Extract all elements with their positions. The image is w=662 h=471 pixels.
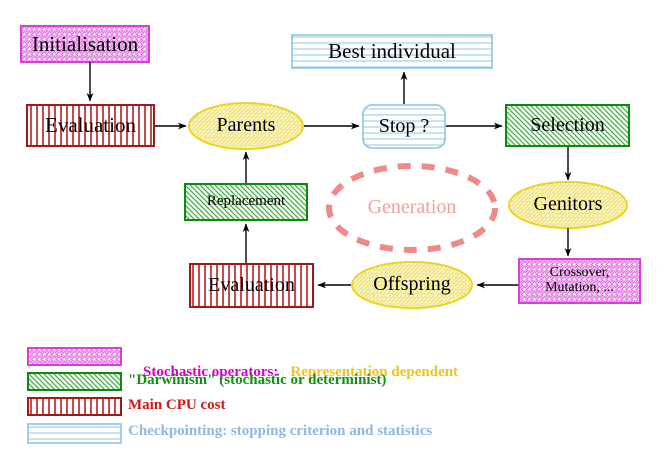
legend-row-1-primary: Stochastic operators: xyxy=(143,364,279,380)
node-generation-ring xyxy=(326,163,498,253)
node-crossover-mutation[interactable] xyxy=(518,258,641,304)
legend-row-4-text: Checkpointing: stopping criterion and st… xyxy=(128,423,433,439)
node-stop[interactable] xyxy=(362,104,446,149)
legend-row-1-text: Stochastic operators: Representation depe… xyxy=(128,347,458,398)
node-genitors[interactable] xyxy=(508,181,628,229)
node-offspring[interactable] xyxy=(351,261,473,309)
node-best-individual[interactable] xyxy=(291,34,493,69)
legend-row-2-text: "Darwinism" (stochastic or determinist) xyxy=(128,372,387,388)
node-replacement[interactable] xyxy=(184,183,308,221)
legend-swatch-green xyxy=(27,372,122,391)
node-parents[interactable] xyxy=(188,102,304,150)
legend-row-3-text: Main CPU cost xyxy=(128,397,226,413)
node-selection[interactable] xyxy=(505,104,630,147)
node-evaluation-bottom[interactable] xyxy=(189,263,314,308)
node-initialisation[interactable] xyxy=(20,25,150,63)
node-evaluation-top[interactable] xyxy=(26,104,155,147)
legend-row-1-secondary: Representation dependent xyxy=(290,364,459,380)
legend-swatch-violet xyxy=(27,347,122,366)
legend-swatch-red xyxy=(27,397,122,416)
legend-swatch-blue xyxy=(27,423,122,444)
